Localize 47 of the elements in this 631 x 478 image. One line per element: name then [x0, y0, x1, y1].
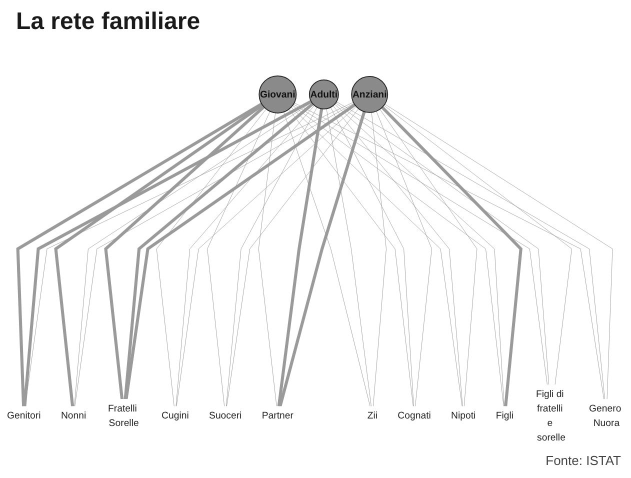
connector	[381, 106, 522, 407]
connector	[54, 104, 264, 407]
connector	[74, 102, 312, 407]
diagram-title: La rete familiare	[16, 8, 200, 36]
connector	[226, 107, 318, 407]
node-text: Zii	[367, 410, 378, 421]
connector	[292, 105, 504, 407]
connector	[104, 106, 265, 400]
node-circle: Adulti	[308, 79, 339, 110]
connector	[16, 102, 262, 406]
node-text: Genitori	[7, 410, 41, 421]
connector	[74, 103, 354, 407]
connector	[156, 108, 266, 407]
connector	[335, 102, 550, 385]
connector	[384, 104, 613, 400]
node-circle: Anziani	[351, 76, 388, 113]
connector	[332, 106, 463, 407]
connector	[371, 112, 386, 407]
node-text: Cognati	[398, 410, 431, 421]
connector	[334, 104, 504, 407]
connector	[124, 102, 314, 400]
node-circle: Giovani	[258, 75, 297, 114]
node-text: Nonni	[60, 410, 86, 421]
connector	[326, 108, 372, 407]
connector	[376, 110, 432, 407]
node-text: Partner	[262, 410, 294, 421]
connector	[380, 109, 478, 407]
connector	[384, 105, 572, 385]
connector	[207, 111, 270, 407]
node-text: Fratelli Sorelle	[108, 402, 139, 428]
node-text: Nipoti	[451, 410, 476, 421]
connector	[293, 104, 548, 385]
connector	[176, 106, 356, 407]
connector	[277, 108, 324, 407]
node-text: Cugini	[162, 410, 189, 421]
node-text: Genero Nuora	[589, 402, 622, 428]
connector	[288, 109, 414, 407]
connector	[176, 105, 315, 407]
connector	[330, 107, 414, 407]
source-note: Fonte: ISTAT	[546, 453, 621, 468]
connector	[290, 107, 462, 407]
node-text: Figli	[496, 410, 514, 421]
node-text: Suoceri	[209, 410, 242, 421]
connector	[226, 108, 359, 407]
node-text: Figli di fratelli e sorelle	[536, 388, 566, 443]
connector	[124, 104, 356, 400]
connector	[258, 112, 277, 407]
